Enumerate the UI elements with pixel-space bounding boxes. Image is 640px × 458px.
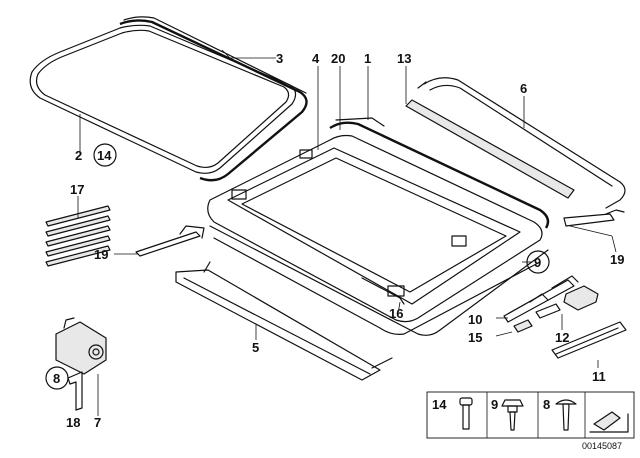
callout-4: 4	[312, 51, 320, 66]
callout-7: 7	[94, 415, 101, 430]
callout-5: 5	[252, 340, 259, 355]
seal-strips-part	[45, 205, 111, 267]
callout-8-circle	[45, 366, 69, 390]
callout-3: 3	[276, 51, 283, 66]
callout-9: 9	[534, 255, 541, 270]
drive-cable-left-part	[135, 225, 205, 257]
callout-17: 17	[70, 182, 84, 197]
leader-lines	[77, 49, 617, 416]
callout-10: 10	[468, 312, 482, 327]
guide-rail-part	[551, 321, 627, 359]
clip-part	[535, 285, 599, 319]
catalog-page-icon	[589, 411, 629, 433]
drive-motor-part	[55, 317, 107, 375]
legend-label-8: 8	[543, 397, 550, 412]
callout-9-circle	[526, 250, 550, 274]
small-cap-part	[513, 319, 533, 333]
pan-screw-icon	[555, 399, 577, 431]
callout-14-circle	[93, 143, 117, 167]
legend-label-14: 14	[432, 397, 447, 412]
motor-bracket-part	[67, 371, 83, 411]
hex-screw-icon	[501, 399, 524, 431]
drain-channel-part	[175, 261, 393, 381]
drive-cable-right-part	[563, 209, 625, 227]
callout-20: 20	[331, 51, 345, 66]
callout-11: 11	[592, 369, 606, 384]
fastener-legend: 14 9 8	[426, 391, 635, 439]
callout-13: 13	[397, 51, 411, 66]
callout-19-left: 19	[94, 247, 108, 262]
callout-labels: 3 4 20 1 13 6 2 14 17 19 19 9 16 5 10 15…	[45, 51, 624, 430]
callout-12: 12	[555, 330, 569, 345]
glass-panel-part	[29, 16, 308, 182]
callout-19-right: 19	[610, 252, 624, 267]
sunroof-frame-part	[207, 117, 550, 336]
callout-8: 8	[53, 371, 60, 386]
diagram-reference-number: 00145087	[582, 441, 622, 451]
legend-frame	[426, 391, 635, 439]
callout-6: 6	[520, 81, 527, 96]
callout-14: 14	[97, 148, 112, 163]
callout-18: 18	[66, 415, 80, 430]
legend-label-9: 9	[491, 397, 498, 412]
wind-deflector-part	[405, 77, 626, 209]
bolt-icon	[459, 397, 473, 430]
callout-15: 15	[468, 330, 482, 345]
lever-mechanism-part	[503, 275, 579, 323]
callout-2: 2	[75, 148, 82, 163]
callout-16: 16	[389, 306, 403, 321]
callout-1: 1	[364, 51, 371, 66]
